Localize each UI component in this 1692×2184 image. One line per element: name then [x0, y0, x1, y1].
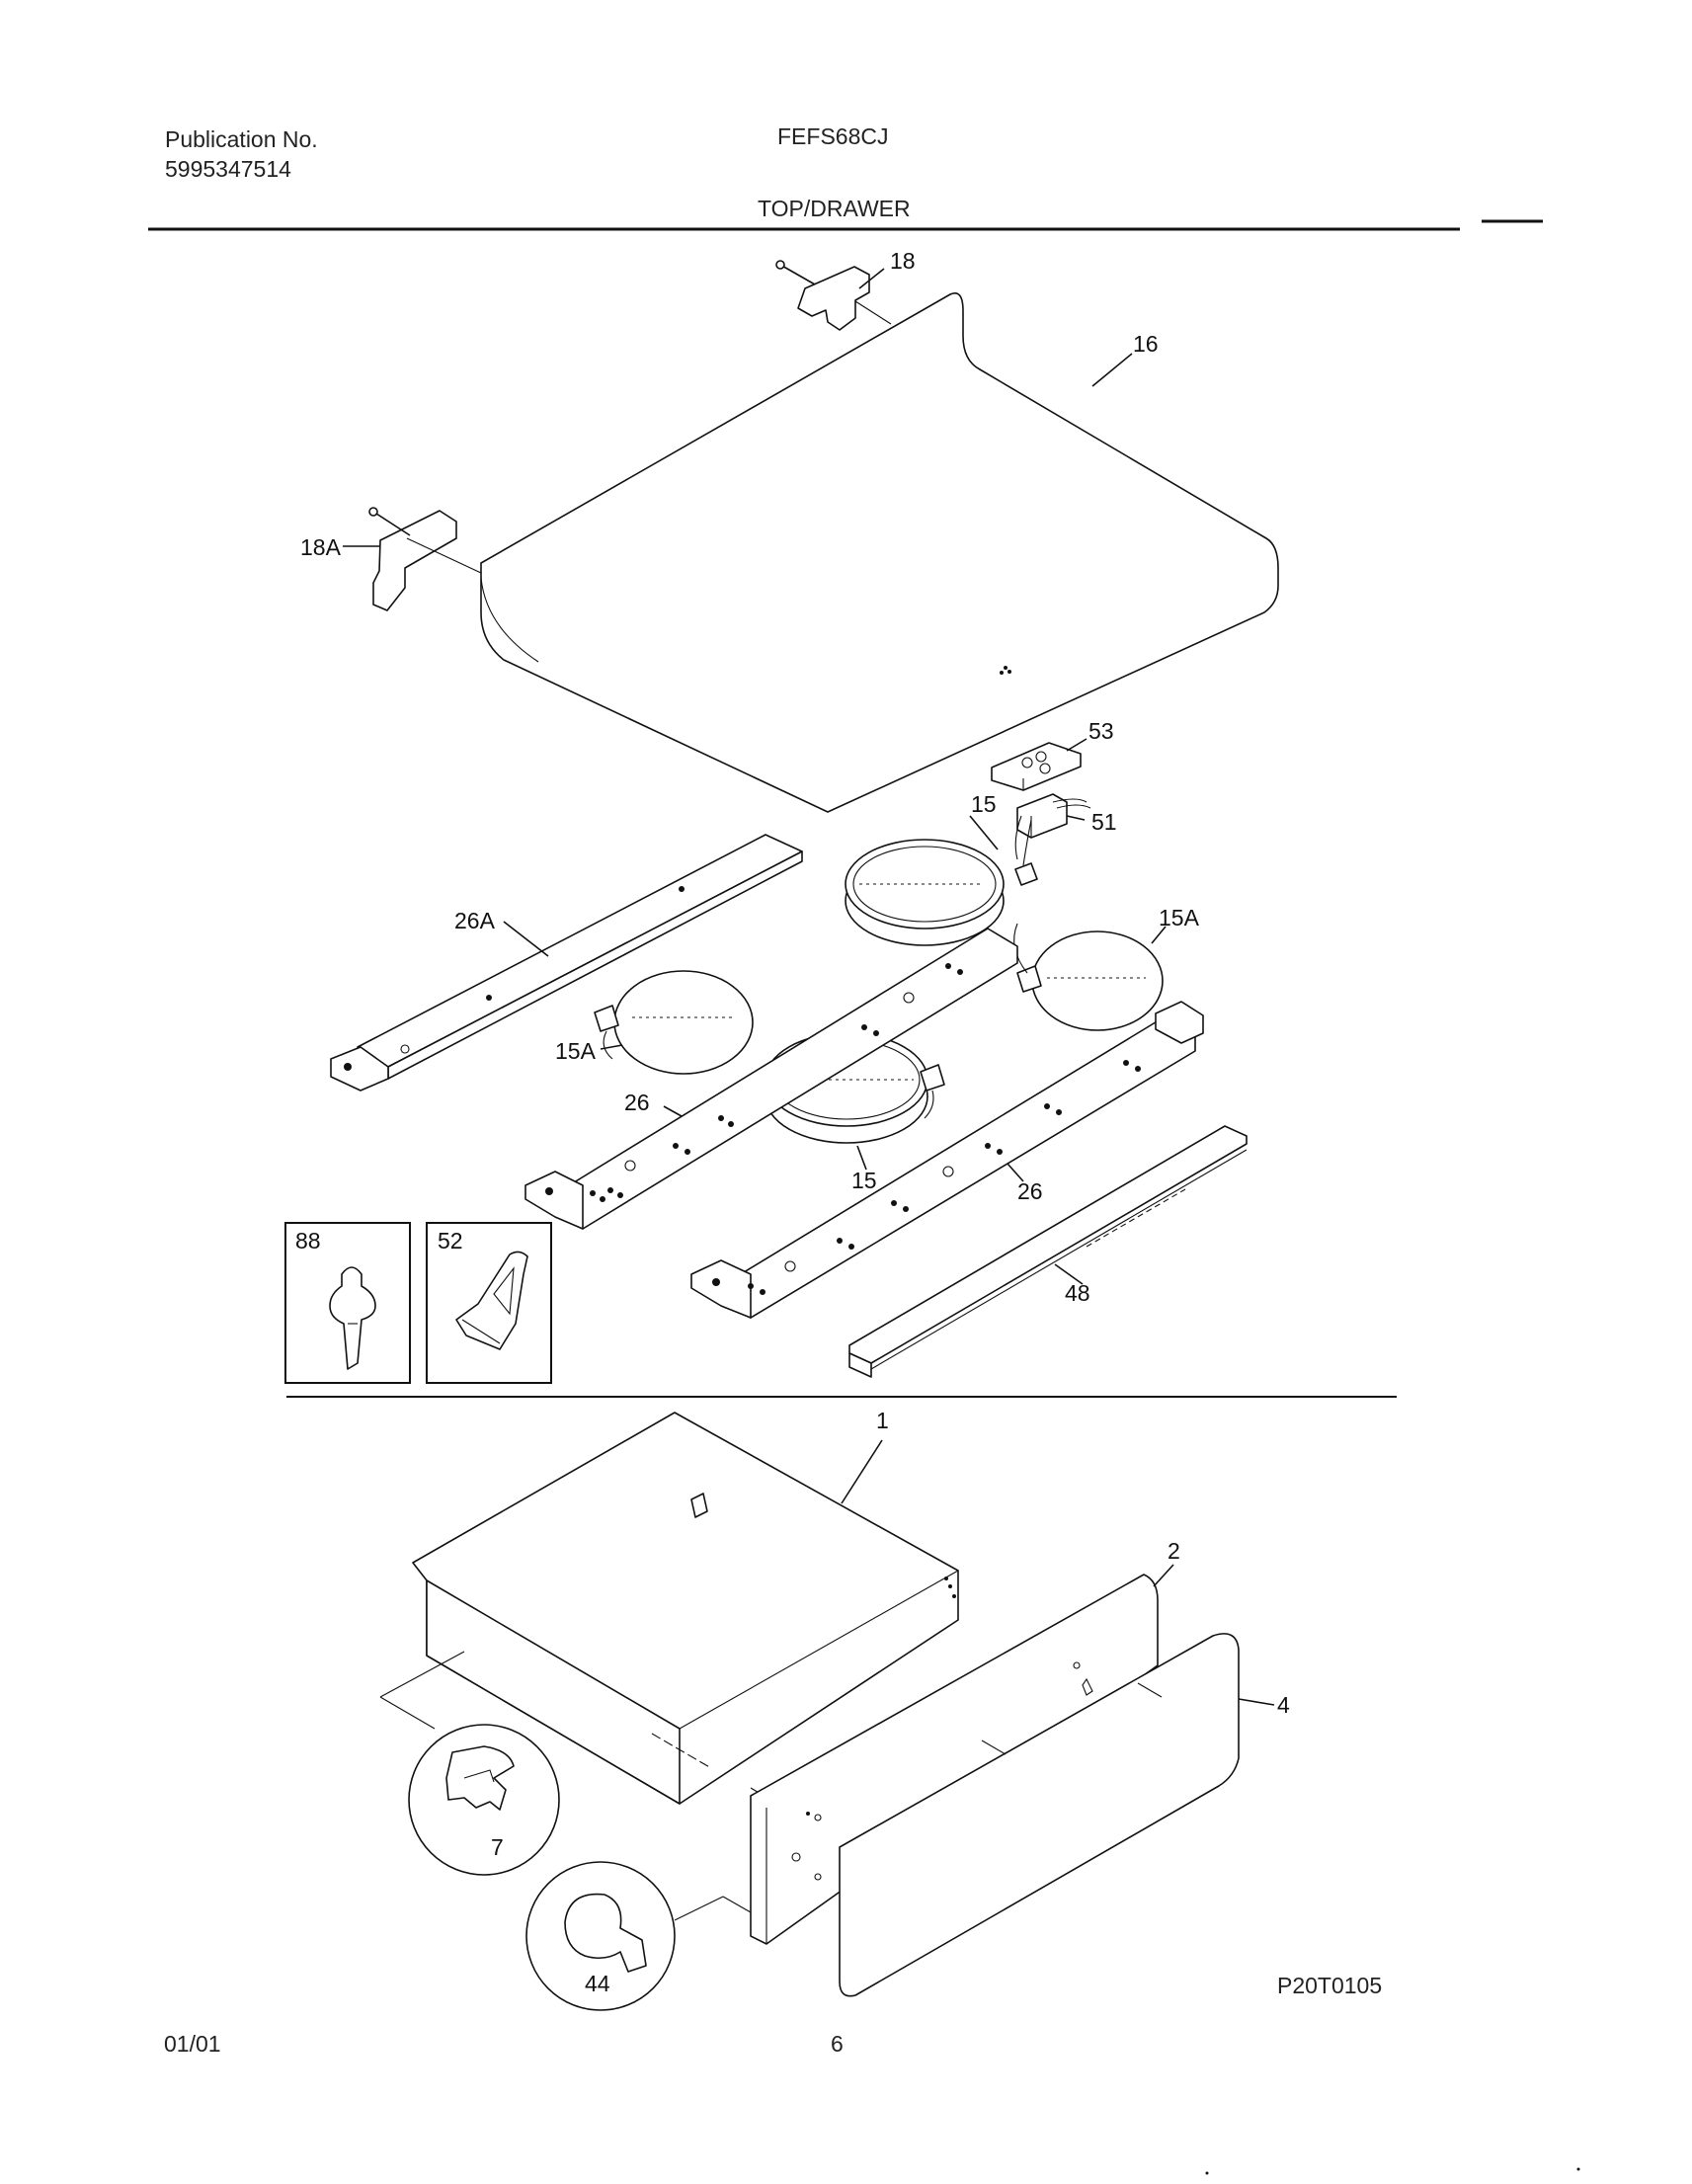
section-title: TOP/DRAWER: [758, 196, 911, 221]
model-number: FEFS68CJ: [777, 123, 889, 149]
leader-48: [1054, 1263, 1084, 1285]
leader-15a-left: [600, 1044, 623, 1050]
callout-48: 48: [1065, 1280, 1090, 1306]
leader-18: [858, 268, 885, 289]
leader-1: [841, 1439, 883, 1504]
drawer-body-part-1: [379, 1412, 959, 1807]
element-part-15-top: [845, 819, 1038, 946]
bracket-part-18: [775, 260, 892, 331]
clip-detail-part-7: [408, 1724, 560, 1876]
leader-15a-right: [1151, 926, 1167, 944]
publication-label: Publication No.: [165, 126, 318, 152]
callout-1: 1: [876, 1408, 889, 1433]
drawer-front-part-4: [839, 1633, 1240, 1997]
cooktop-part-16: [480, 292, 1279, 813]
strip-part-48: [848, 1125, 1248, 1378]
callout-88: 88: [295, 1228, 321, 1254]
page-number: 6: [831, 2031, 844, 2057]
leader-53: [1066, 738, 1088, 752]
callout-labels: 18 16 18A 53 15 51 26A 15A 15A 26 15 26 …: [295, 248, 1290, 1996]
callout-44: 44: [585, 1971, 610, 1996]
callout-18a: 18A: [300, 534, 342, 560]
bracket-part-18a: [368, 507, 482, 611]
callout-2: 2: [1168, 1538, 1180, 1564]
callout-18: 18: [890, 248, 916, 274]
publication-number: 5995347514: [165, 156, 291, 182]
scan-mark: [1576, 2167, 1580, 2171]
terminal-block-part-51: [1014, 793, 1091, 860]
callout-4: 4: [1277, 1692, 1290, 1718]
element-part-15a-right: [1013, 923, 1164, 1031]
callout-16: 16: [1133, 331, 1159, 357]
callout-15a-left: 15A: [555, 1038, 597, 1064]
callout-26-right: 26: [1017, 1178, 1043, 1204]
switch-part-53: [991, 742, 1082, 791]
scan-mark: [1205, 2171, 1209, 2175]
leader-4: [1238, 1698, 1275, 1706]
diagram-code: P20T0105: [1277, 1973, 1383, 1998]
callout-7: 7: [491, 1834, 504, 1860]
element-part-15a-left: [594, 970, 754, 1075]
callout-52: 52: [438, 1228, 463, 1254]
callout-15a-right: 15A: [1159, 905, 1200, 930]
stop-detail-part-44: [525, 1861, 752, 2011]
leader-15-top: [969, 815, 999, 850]
leader-26a: [503, 921, 549, 957]
callout-15-bottom: 15: [851, 1168, 877, 1193]
revision-date: 01/01: [164, 2031, 221, 2057]
inset-box-88: [284, 1222, 411, 1384]
callout-53: 53: [1088, 718, 1114, 744]
leader-26-left: [663, 1105, 683, 1117]
rail-part-26-left: [524, 928, 1018, 1230]
leader-16: [1091, 353, 1133, 387]
rail-part-26-right: [690, 1001, 1204, 1319]
callout-26-left: 26: [624, 1090, 650, 1115]
callout-15-top: 15: [971, 791, 997, 817]
leader-2: [1153, 1564, 1174, 1587]
leader-26-right: [1007, 1163, 1024, 1182]
rail-part-26a: [330, 834, 803, 1092]
leader-51: [1066, 815, 1086, 821]
callout-26a: 26A: [454, 908, 496, 933]
inset-box-52: [426, 1222, 552, 1384]
leader-15-bottom: [856, 1145, 867, 1171]
callout-51: 51: [1091, 809, 1117, 835]
